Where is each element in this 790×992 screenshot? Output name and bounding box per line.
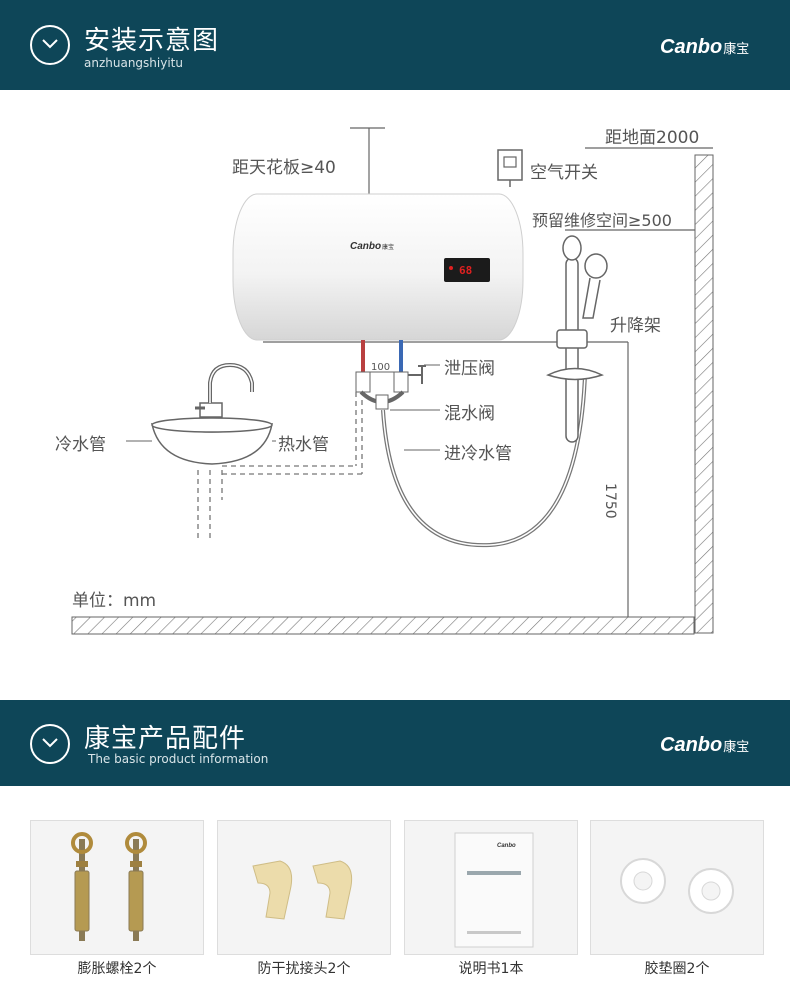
- svg-text:Canbo: Canbo: [350, 241, 381, 252]
- section-subtitle: The basic product information: [88, 752, 269, 766]
- svg-text:康宝: 康宝: [382, 243, 394, 251]
- label-maintenance-space: 预留维修空间≥500: [532, 211, 672, 230]
- svg-text:100: 100: [371, 362, 390, 373]
- label-floor-height: 距地面2000: [605, 128, 700, 148]
- svg-text:68: 68: [459, 264, 472, 277]
- accessory-caption: 防干扰接头2个: [257, 961, 351, 977]
- wall: [694, 154, 714, 634]
- shower-lift-rail: [546, 235, 608, 443]
- accessory-caption: 胶垫圈2个: [644, 961, 710, 977]
- svg-text:Canbo: Canbo: [497, 843, 516, 849]
- label-mixing-valve: 混水阀: [444, 404, 495, 424]
- wash-basin: [151, 362, 273, 465]
- elbow-connector-image: [252, 860, 353, 920]
- expansion-bolt-image: [71, 832, 147, 941]
- water-heater: Canbo 康宝 68: [232, 193, 524, 341]
- canbo-logo: Canbo康宝: [660, 36, 750, 58]
- accessory-card-manual: Canbo: [404, 820, 578, 955]
- section-title: 安装示意图: [84, 26, 220, 56]
- accessory-card-expansion-bolts: [30, 820, 204, 955]
- manual-image: Canbo: [454, 832, 534, 948]
- accessory-card-connectors: [217, 820, 391, 955]
- rubber-washer-image: [620, 858, 734, 914]
- section-subtitle: anzhuangshiyitu: [84, 56, 183, 70]
- label-relief-valve: 泄压阀: [444, 359, 495, 379]
- section-banner-installation: 安装示意图 anzhuangshiyitu Canbo康宝: [0, 0, 790, 90]
- svg-text:1750: 1750: [602, 483, 618, 519]
- label-lift-rail: 升降架: [610, 316, 661, 336]
- accessory-caption: 说明书1本: [458, 961, 524, 977]
- label-unit: 单位：mm: [72, 591, 157, 611]
- accessory-card-washers: [590, 820, 764, 955]
- label-cold-pipe: 冷水管: [55, 435, 106, 455]
- installation-diagram: Canbo 康宝 68 100: [71, 127, 714, 635]
- chevron-down-icon: [30, 724, 70, 764]
- canbo-logo: Canbo康宝: [660, 734, 750, 756]
- air-switch-icon: [497, 149, 523, 187]
- chevron-down-icon: [30, 25, 70, 65]
- label-ceiling-clearance: 距天花板≥40: [232, 158, 336, 178]
- label-hot-pipe: 热水管: [278, 435, 329, 455]
- accessory-caption: 膨胀螺栓2个: [77, 961, 157, 977]
- label-cold-inlet: 进冷水管: [444, 444, 512, 464]
- label-air-switch: 空气开关: [530, 163, 598, 183]
- section-title: 康宝产品配件: [84, 724, 247, 754]
- floor: [71, 616, 695, 635]
- section-banner-accessories: 康宝产品配件 The basic product information Can…: [0, 700, 790, 786]
